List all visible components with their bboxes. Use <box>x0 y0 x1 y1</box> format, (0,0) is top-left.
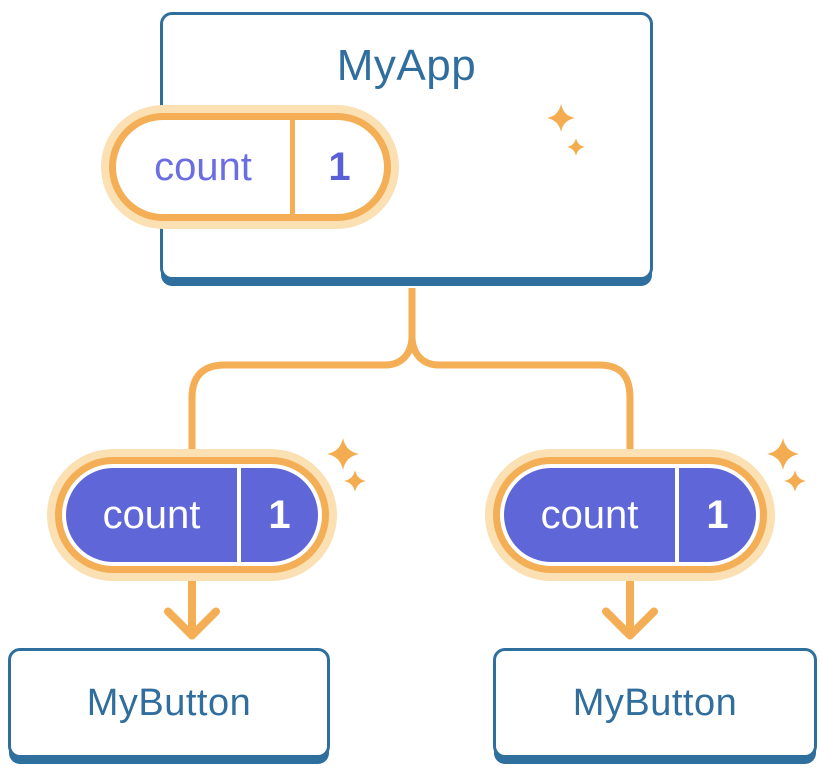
connector-left-branch <box>188 288 416 465</box>
component-title: MyApp <box>336 41 477 90</box>
mybutton-card-right: MyButton <box>493 648 817 758</box>
mybutton-card-left: MyButton <box>8 648 330 758</box>
sparkle-icon <box>767 438 799 470</box>
state-pill-ring: count 1 <box>55 457 329 573</box>
state-pill-body: count 1 <box>504 468 756 562</box>
state-pill-root: count 1 <box>101 105 399 229</box>
connector-right-branch <box>408 288 634 465</box>
state-label: count <box>154 144 252 189</box>
sparkle-icon <box>344 470 367 493</box>
pill-divider <box>675 468 679 562</box>
state-pill-ring: count 1 <box>493 457 767 573</box>
component-title: MyButton <box>86 681 252 724</box>
component-title: MyButton <box>572 681 738 724</box>
sparkle-icon <box>327 438 359 470</box>
pill-divider <box>237 468 241 562</box>
state-value: 1 <box>706 492 729 537</box>
state-pill-right-child: count 1 <box>485 449 775 581</box>
state-pill-ring: count 1 <box>109 113 391 221</box>
state-label: count <box>102 492 201 537</box>
state-pill-body: count 1 <box>66 468 318 562</box>
state-value: 1 <box>328 144 351 189</box>
state-value: 1 <box>268 492 291 537</box>
state-pill-left-child: count 1 <box>47 449 337 581</box>
sparkle-icon <box>784 470 807 493</box>
pill-divider <box>290 120 295 214</box>
state-label: count <box>540 492 639 537</box>
